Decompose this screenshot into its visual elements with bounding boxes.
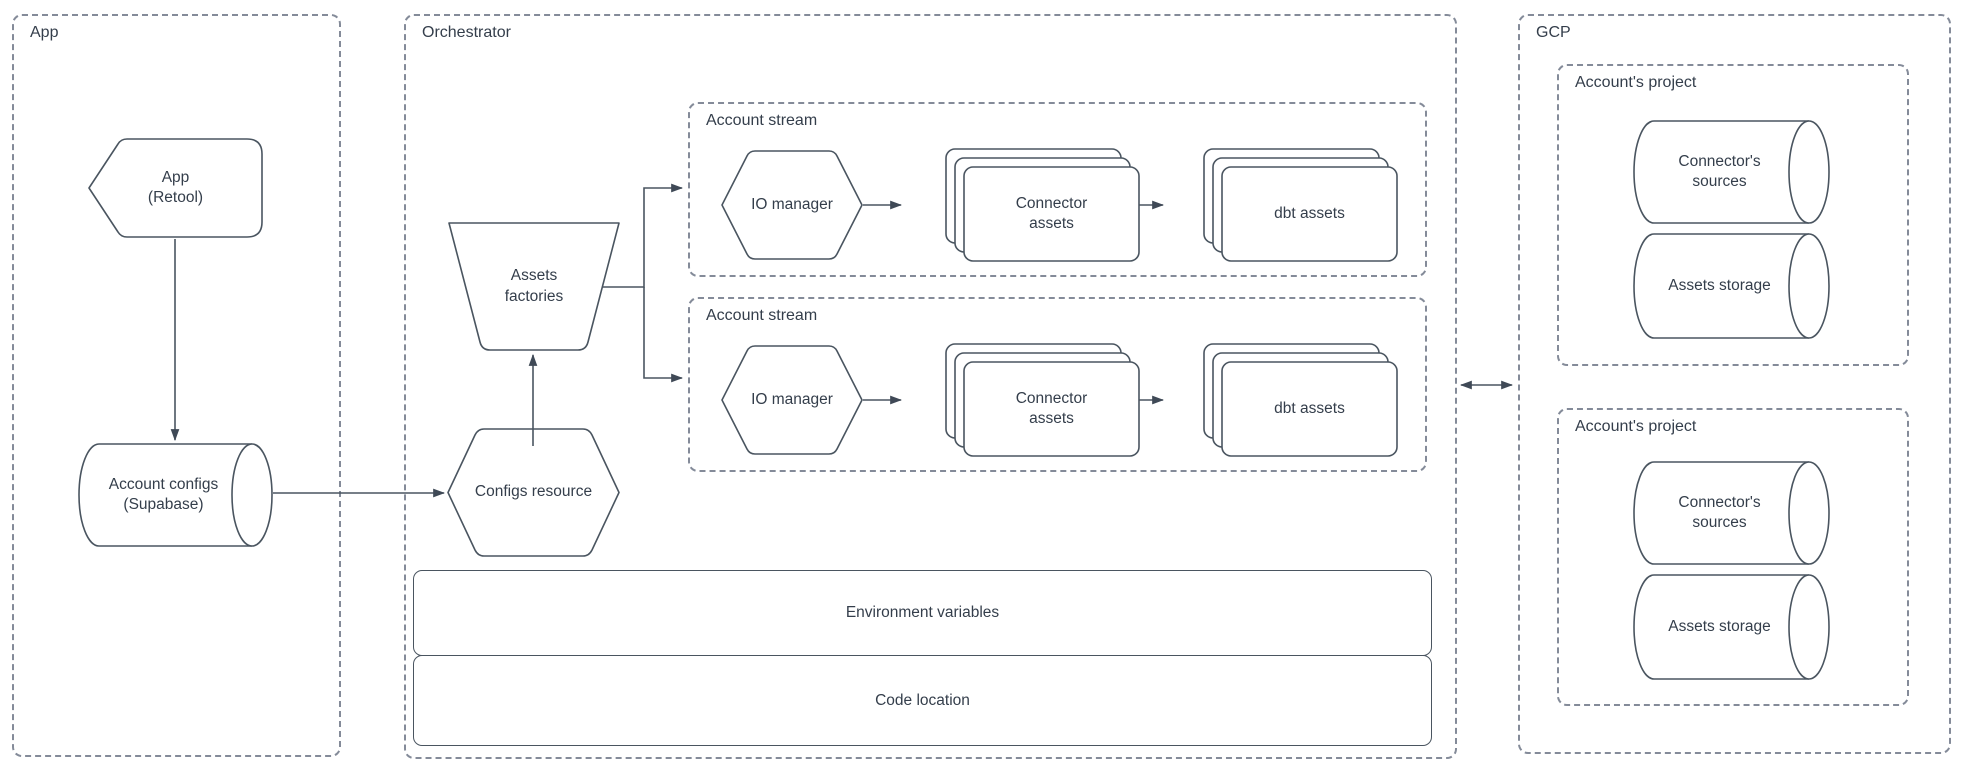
bar-environment-variables: Environment variables — [413, 570, 1432, 656]
node-configs-resource-label: Configs resource — [474, 483, 593, 501]
group-account-stream-2-label: Account stream — [706, 307, 818, 324]
group-orchestrator: Orchestrator — [404, 14, 1457, 759]
group-account-project-1: Account's project — [1557, 64, 1909, 366]
card-stack-shape — [1203, 148, 1398, 262]
bar-code-location: Code location — [413, 655, 1432, 746]
node-dbt-assets-1-label: dbt assets — [1274, 204, 1345, 222]
cylinder-shape — [78, 443, 273, 547]
cylinder-shape — [1633, 461, 1830, 565]
node-assets-storage-2: Assets storage — [1633, 574, 1830, 680]
cylinder-shape — [1633, 233, 1830, 339]
node-app-retool-label: App (Retool) — [147, 168, 204, 206]
node-app-retool: App (Retool) — [88, 138, 263, 238]
group-account-project-1-label: Account's project — [1575, 74, 1697, 91]
node-assets-storage-1-label: Assets storage — [1668, 276, 1771, 294]
node-assets-storage-1: Assets storage — [1633, 233, 1830, 339]
group-account-project-2-label: Account's project — [1575, 418, 1697, 435]
node-connectors-sources-2: Connector's sources — [1633, 461, 1830, 565]
node-dbt-assets-2: dbt assets — [1203, 343, 1398, 457]
node-io-manager-2: IO manager — [721, 345, 863, 455]
card-stack-shape — [1203, 343, 1398, 457]
group-account-stream-2: Account stream — [688, 297, 1427, 472]
node-connectors-sources-2-label: Connector's sources — [1678, 493, 1761, 531]
node-connector-assets-1-label: Connector assets — [1015, 194, 1088, 232]
node-connectors-sources-1: Connector's sources — [1633, 120, 1830, 224]
card-stack-shape — [945, 343, 1140, 457]
node-configs-resource: Configs resource — [447, 428, 620, 557]
node-dbt-assets-2-label: dbt assets — [1274, 399, 1345, 417]
node-connector-assets-1: Connector assets — [945, 148, 1140, 262]
group-gcp-label: GCP — [1536, 24, 1571, 41]
trapezoid-shape — [448, 222, 620, 351]
node-io-manager-1: IO manager — [721, 150, 863, 260]
node-io-manager-2-label: IO manager — [751, 390, 833, 408]
node-account-configs-db: Account configs (Supabase) — [78, 443, 273, 547]
hexagon-shape — [721, 150, 863, 260]
cylinder-shape — [1633, 120, 1830, 224]
node-connector-assets-2-label: Connector assets — [1015, 389, 1088, 427]
card-stack-shape — [945, 148, 1140, 262]
pentagon-left-shape — [88, 138, 263, 238]
group-app-label: App — [30, 24, 59, 41]
node-account-configs-db-label: Account configs (Supabase) — [108, 475, 219, 513]
node-assets-storage-2-label: Assets storage — [1668, 617, 1771, 635]
group-account-stream-1: Account stream — [688, 102, 1427, 277]
node-assets-factories: Assets factories — [448, 222, 620, 351]
group-account-stream-1-label: Account stream — [706, 112, 818, 129]
group-gcp: GCP — [1518, 14, 1951, 754]
bar-environment-variables-label: Environment variables — [845, 604, 1000, 621]
group-orchestrator-label: Orchestrator — [422, 24, 511, 41]
cylinder-shape — [1633, 574, 1830, 680]
bar-code-location-label: Code location — [875, 691, 970, 709]
node-io-manager-1-label: IO manager — [751, 195, 833, 213]
node-dbt-assets-1: dbt assets — [1203, 148, 1398, 262]
node-connector-assets-2: Connector assets — [945, 343, 1140, 457]
group-app: App — [12, 14, 341, 757]
hexagon-shape — [721, 345, 863, 455]
hexagon-shape — [447, 428, 620, 557]
node-assets-factories-label: Assets factories — [504, 267, 564, 305]
node-connectors-sources-1-label: Connector's sources — [1678, 152, 1761, 190]
group-account-project-2: Account's project — [1557, 408, 1909, 706]
